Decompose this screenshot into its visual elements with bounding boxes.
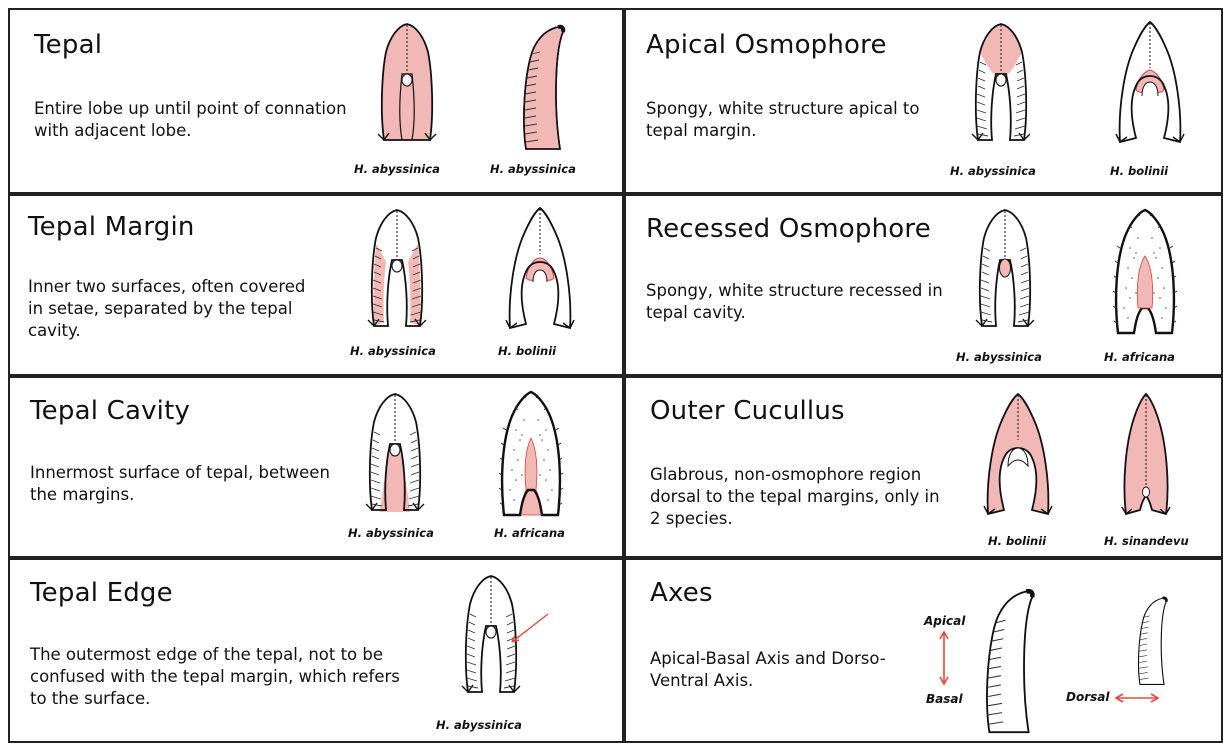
cell-title: Axes: [650, 578, 713, 608]
tepal-figure-2: [518, 24, 568, 154]
dorso-ventral-arrow-icon: [1114, 692, 1160, 704]
cell-apical-osmophore: Apical Osmophore Spongy, white structure…: [624, 8, 1223, 194]
dorsal-label: Dorsal: [1066, 690, 1109, 704]
apical-osmophore-figure-2: [1110, 20, 1190, 150]
tepal-margin-figure-2: [500, 206, 580, 336]
axes-side-tepal-1: [980, 588, 1038, 738]
recessed-osmophore-figure-2: [1110, 208, 1180, 348]
caption: H. abyssinica: [350, 344, 436, 358]
glossary-grid: Tepal Entire lobe up until point of conn…: [8, 8, 1223, 735]
cell-title: Tepal: [34, 30, 102, 60]
caption: H. abyssinica: [348, 526, 434, 540]
tepal-cavity-figure-2: [496, 390, 566, 530]
cell-description: Spongy, white structure apical to tepal …: [646, 98, 936, 142]
outer-cucullus-figure-2: [1116, 392, 1176, 522]
cell-tepal-edge: Tepal Edge The outermost edge of the tep…: [8, 558, 624, 743]
caption: H. africana: [494, 526, 565, 540]
cell-description: Entire lobe up until point of connation …: [34, 98, 354, 142]
cell-tepal: Tepal Entire lobe up until point of conn…: [8, 8, 624, 194]
cell-title: Tepal Cavity: [30, 396, 190, 426]
cell-tepal-cavity: Tepal Cavity Innermost surface of tepal,…: [8, 376, 624, 558]
apical-basal-arrow-icon: [938, 630, 950, 686]
cell-description: Spongy, white structure recessed in tepa…: [646, 280, 946, 324]
cell-description: Apical-Basal Axis and Dorso-Ventral Axis…: [650, 648, 920, 692]
cell-description: Innermost surface of tepal, between the …: [30, 462, 340, 506]
axes-side-tepal-2: [1132, 596, 1172, 688]
cell-title: Recessed Osmophore: [646, 214, 931, 244]
cell-title: Outer Cucullus: [650, 396, 845, 426]
caption: H. abyssinica: [436, 718, 522, 732]
caption: H. bolinii: [988, 534, 1046, 548]
cell-tepal-margin: Tepal Margin Inner two surfaces, often c…: [8, 194, 624, 376]
apical-label: Apical: [924, 614, 965, 628]
cell-axes: Axes Apical-Basal Axis and Dorso-Ventral…: [624, 558, 1223, 743]
tepal-margin-figure-1: [362, 208, 432, 338]
cell-recessed-osmophore: Recessed Osmophore Spongy, white structu…: [624, 194, 1223, 376]
cell-description: Glabrous, non-osmophore region dorsal to…: [650, 464, 940, 530]
caption: H. sinandevu: [1104, 534, 1189, 548]
cell-description: The outermost edge of the tepal, not to …: [30, 644, 410, 710]
tepal-figure-1: [372, 22, 442, 152]
caption: H. bolinii: [498, 344, 556, 358]
cell-title: Tepal Edge: [30, 578, 173, 608]
tepal-cavity-figure-1: [360, 392, 430, 522]
caption: H. abyssinica: [956, 350, 1042, 364]
caption: H. bolinii: [1110, 164, 1168, 178]
caption: H. abyssinica: [354, 162, 440, 176]
recessed-osmophore-figure-1: [970, 208, 1040, 338]
cell-title: Tepal Margin: [28, 212, 195, 242]
cell-title: Apical Osmophore: [646, 30, 887, 60]
caption: H. africana: [1104, 350, 1175, 364]
caption: H. abyssinica: [950, 164, 1036, 178]
cell-outer-cucullus: Outer Cucullus Glabrous, non-osmophore r…: [624, 376, 1223, 558]
cell-description: Inner two surfaces, often covered in set…: [28, 276, 318, 342]
outer-cucullus-figure-1: [978, 392, 1058, 522]
basal-label: Basal: [926, 692, 963, 706]
apical-osmophore-figure-1: [966, 22, 1036, 152]
caption: H. abyssinica: [490, 162, 576, 176]
pointer-arrow-icon: [506, 612, 550, 648]
